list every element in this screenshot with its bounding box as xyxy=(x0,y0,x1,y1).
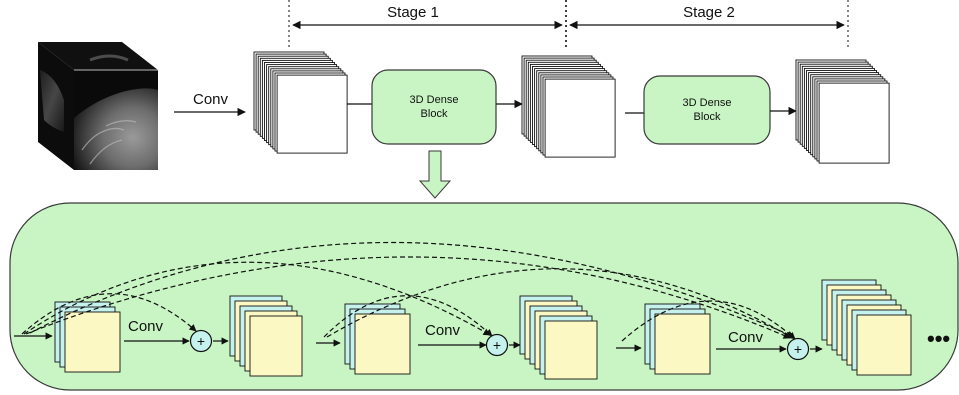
svg-text:+: + xyxy=(493,337,501,353)
feature-map xyxy=(544,78,616,158)
dense-block-2-label-line1: 3D Dense xyxy=(683,97,732,109)
svg-text:+: + xyxy=(794,341,802,357)
dense-block-2-label-line2: Block xyxy=(694,111,721,123)
feature-map xyxy=(354,313,411,375)
feature-map-stack-3 xyxy=(795,59,890,164)
skip-connection xyxy=(326,268,793,339)
circle-plus-icon: + xyxy=(485,333,509,357)
dense-block-1: 3D Dense Block xyxy=(371,69,497,145)
dense-block-1-label-line2: Block xyxy=(421,108,448,120)
feature-map-stack-2 xyxy=(521,55,616,158)
feature-map-stack-1 xyxy=(253,51,348,154)
dense-block-2: 3D Dense Block xyxy=(643,75,771,145)
skip-connections xyxy=(21,241,796,342)
feature-map xyxy=(249,315,303,377)
conv-label-bottom-3: Conv xyxy=(728,329,764,346)
feature-map xyxy=(64,311,121,373)
circle-plus-icon: + xyxy=(786,337,810,361)
conv-label-top: Conv xyxy=(193,91,229,108)
feature-map xyxy=(856,314,912,376)
feature-map xyxy=(544,320,598,380)
brain-mri-cube-icon xyxy=(38,42,158,170)
dense-block-detail-panel xyxy=(9,202,959,391)
skip-connection xyxy=(21,293,197,335)
feature-map xyxy=(818,82,890,164)
skip-connection xyxy=(621,300,796,342)
feature-map xyxy=(276,74,348,154)
conv-label-bottom-2: Conv xyxy=(425,322,461,339)
conv-label-bottom-1: Conv xyxy=(128,318,164,335)
skip-connection xyxy=(23,261,491,336)
skip-connection xyxy=(323,295,493,338)
feature-map xyxy=(654,313,711,375)
stage-1-label: Stage 1 xyxy=(387,4,439,21)
dense-block-1-label-line1: 3D Dense xyxy=(410,94,459,106)
expand-arrow xyxy=(418,150,452,199)
svg-text:+: + xyxy=(197,333,205,349)
stage-2-label: Stage 2 xyxy=(683,4,735,21)
circle-plus-icon: + xyxy=(189,329,213,353)
continuation-ellipsis: ••• xyxy=(927,326,950,351)
skip-connection xyxy=(29,241,795,338)
